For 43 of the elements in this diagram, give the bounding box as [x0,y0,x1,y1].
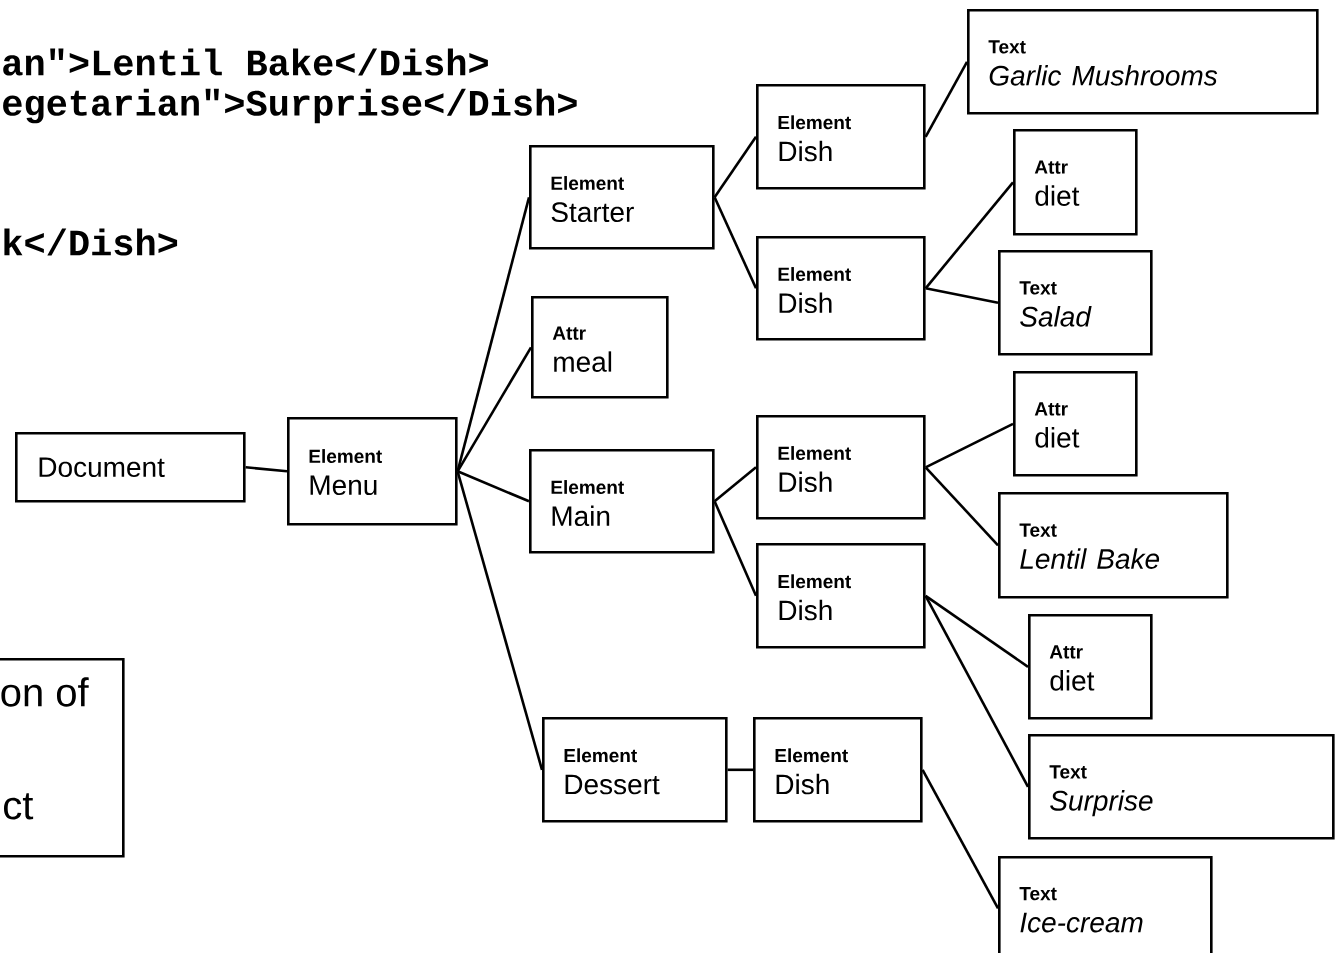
connector-line [924,61,969,138]
connector-line [713,136,758,199]
node-box: Element Dish [756,236,926,341]
node-box: Element Dish [753,717,923,823]
connector-line [924,594,1029,668]
node-box: Attr diet [1013,129,1138,236]
node-box: Text Garlic Mushrooms [967,9,1319,115]
node-box: Attr diet [1013,371,1138,477]
node-box: Text Salad [998,250,1153,356]
connector-line [713,196,758,289]
code-line: k</Dish> [4,228,178,256]
code-line: egetarian">Surprise</Dish> [3,88,577,124]
text-line: on of [1,677,89,707]
node-box: Document [15,432,246,503]
node-box: Text Surprise [1028,734,1335,840]
node-box: Element Starter [529,145,715,250]
node-box: Element Dish [756,543,926,649]
connector-line [245,466,288,473]
connector-line [925,422,1014,469]
connector-line [921,769,1000,909]
node-box: Element Main [529,449,715,554]
node-box: Attr meal [531,296,669,399]
connector-line [456,470,544,771]
node-box: Text Lentil Bake [998,492,1229,599]
node-box: Element Dish [756,84,926,190]
connector-line [924,181,1014,290]
connector-line [456,196,531,472]
connector-line [457,470,530,503]
connector-line [713,500,758,597]
connector-line [925,287,999,305]
node-box: Element Dish [756,415,926,520]
node-box: Text Ice-cream [998,856,1213,953]
connector-line [924,466,999,547]
text-box [0,658,125,858]
connector-line [456,346,533,472]
connector-line [713,466,757,503]
connector-line [727,768,753,772]
node-box: Element Dessert [542,717,728,823]
code-line: an">Lentil Bake</Dish> [3,48,488,76]
text-line: ct [4,793,34,820]
connector-line [924,595,1030,788]
node-box: Attr diet [1028,614,1153,720]
node-box: Element Menu [287,417,458,526]
